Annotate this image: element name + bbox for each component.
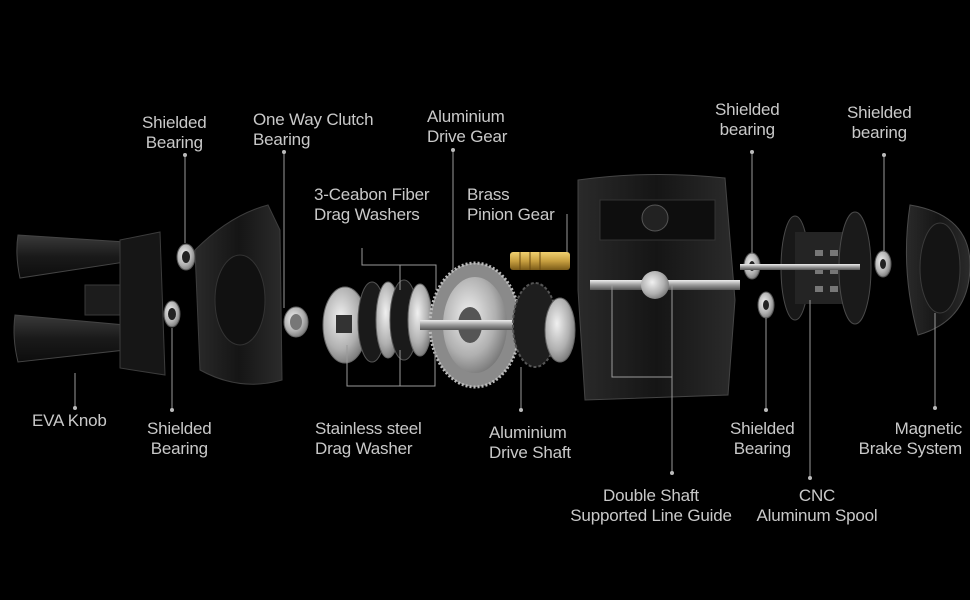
- bearing-bottom-left-part: [163, 300, 181, 328]
- leader-dots: [73, 148, 937, 480]
- label-shielded-bearing-top-mid: Shielded bearing: [715, 100, 780, 139]
- eva-knob-part: [13, 231, 166, 376]
- drive-shaft-part: [420, 282, 576, 368]
- drag-washers-part: [322, 279, 433, 364]
- brake-cover-part: [905, 204, 970, 336]
- bearing-top-left-part: [176, 243, 196, 271]
- label-brass-pinion-gear: Brass Pinion Gear: [467, 185, 555, 224]
- leader-lines: [74, 150, 936, 478]
- label-aluminium-drive-gear: Aluminium Drive Gear: [427, 107, 508, 146]
- side-plate-part: [194, 204, 283, 385]
- spool-part: [740, 211, 872, 325]
- label-cnc-aluminum-spool: CNC Aluminum Spool: [756, 486, 878, 525]
- label-one-way-clutch-bearing: One Way Clutch Bearing: [253, 110, 374, 149]
- pinion-gear-part: [510, 252, 570, 270]
- clutch-bearing-part: [283, 306, 309, 338]
- label-double-shaft-line-guide: Double Shaft Supported Line Guide: [570, 486, 732, 525]
- label-shielded-bearing-top-right: Shielded bearing: [847, 103, 912, 142]
- bearing-bottom-right-part: [757, 291, 775, 319]
- bearing-top-right-part: [874, 250, 892, 278]
- label-magnetic-brake-system: Magnetic Brake System: [858, 419, 963, 458]
- label-shielded-bearing-bottom-right: Shielded Bearing: [730, 419, 795, 458]
- label-eva-knob: EVA Knob: [32, 411, 107, 430]
- reel-frame-part: [577, 173, 740, 401]
- label-carbon-fiber-drag-washers: 3-Ceabon Fiber Drag Washers: [314, 185, 430, 224]
- label-shielded-bearing-bottom-left: Shielded Bearing: [147, 419, 212, 458]
- label-aluminium-drive-shaft: Aluminium Drive Shaft: [489, 423, 571, 462]
- label-stainless-steel-drag-washer: Stainless steel Drag Washer: [315, 419, 422, 458]
- label-shielded-bearing-top-left: Shielded Bearing: [142, 113, 207, 152]
